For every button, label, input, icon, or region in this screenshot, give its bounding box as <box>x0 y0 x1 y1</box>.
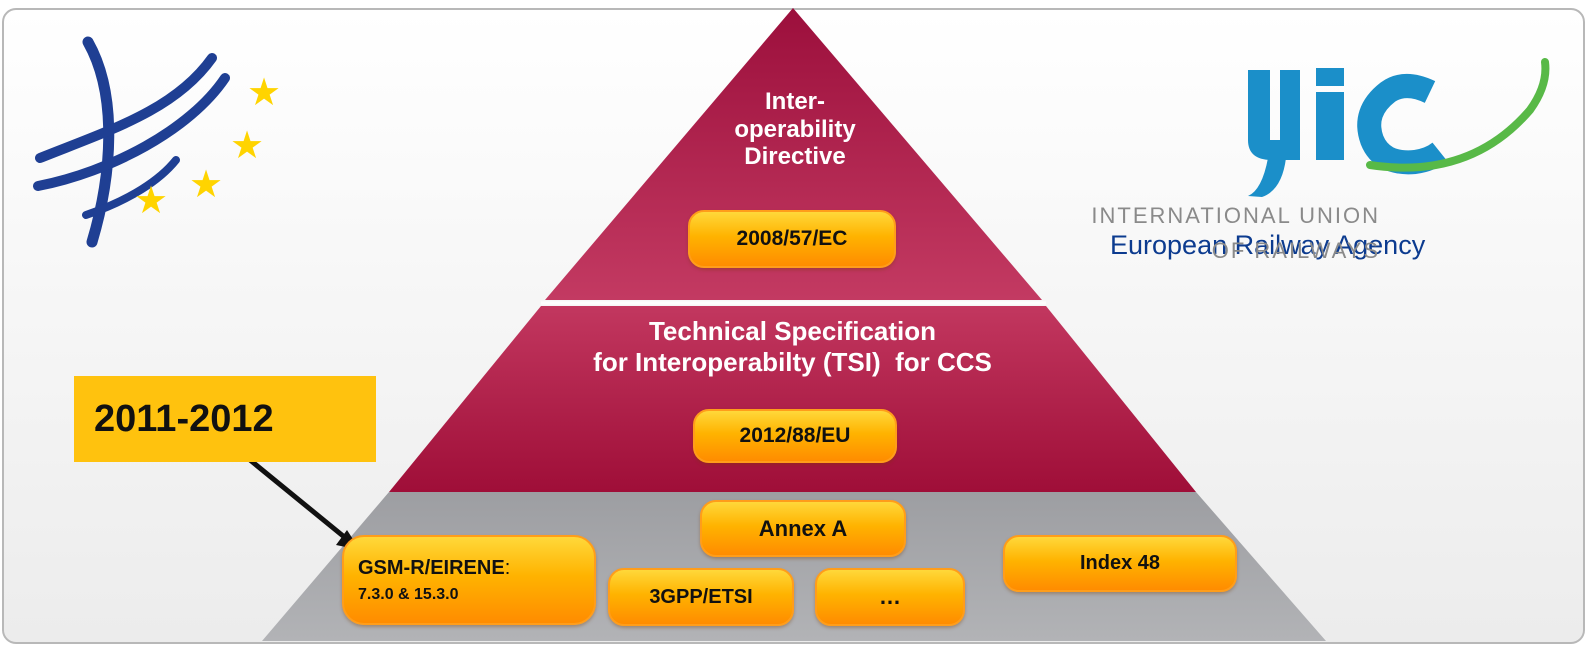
uic-name-line-1: INTERNATIONAL UNION <box>1091 203 1380 228</box>
more-items-badge: … <box>815 568 965 626</box>
uic-u-letter <box>1248 70 1300 160</box>
callout-text: 2011-2012 <box>94 398 274 440</box>
directive-title-line-2: operability <box>734 115 856 143</box>
directive-title: Inter- operability Directive <box>690 88 900 171</box>
tsi-badge: 2012/88/EU <box>693 409 897 463</box>
uic-name-line-2: OF RAILWAYS <box>1211 238 1380 263</box>
gsmr-eirene-versions: 7.3.0 & 15.3.0 <box>358 585 459 603</box>
era-swoosh-2 <box>35 53 217 163</box>
gpp-etsi-badge: 3GPP/ETSI <box>608 568 794 626</box>
era-star-2: ★ <box>230 123 264 167</box>
uic-logo <box>1248 58 1550 197</box>
gsmr-eirene-badge: GSM-R/EIRENE: 7.3.0 & 15.3.0 <box>342 535 596 625</box>
gsmr-eirene-colon: : <box>504 556 511 579</box>
directive-title-line-3: Directive <box>744 143 846 171</box>
era-swoosh-3 <box>33 73 230 191</box>
era-swoosh-4 <box>82 156 180 219</box>
tsi-title: Technical Specification for Interoperabi… <box>520 316 1065 378</box>
tsi-title-line-1: Technical Specification <box>648 316 937 346</box>
era-star-1: ★ <box>247 70 281 114</box>
era-star-4: ★ <box>134 178 168 222</box>
callout-arrow <box>248 458 360 550</box>
uic-swoosh <box>1366 58 1550 172</box>
era-swoosh-1 <box>82 36 115 248</box>
gsmr-eirene-label: GSM-R/EIRENE <box>358 556 505 579</box>
annex-a-badge: Annex A <box>700 500 906 557</box>
directive-badge: 2008/57/EC <box>688 210 896 268</box>
tsi-title-line-2: for Interoperabilty (TSI) for CCS <box>593 347 992 378</box>
directive-title-line-1: Inter- <box>765 88 825 115</box>
era-logo-text: European Railway Agency <box>1110 230 1426 260</box>
era-star-3: ★ <box>189 162 223 206</box>
uic-c-letter <box>1357 74 1448 175</box>
index-48-badge: Index 48 <box>1003 535 1237 592</box>
callout-box: 2011-2012 <box>74 376 376 462</box>
era-logo: ★ ★ ★ ★ <box>33 36 281 248</box>
pyramid-middle-layer <box>389 306 1196 492</box>
uic-i-letter <box>1316 92 1344 160</box>
pyramid-top-layer <box>545 8 1042 300</box>
